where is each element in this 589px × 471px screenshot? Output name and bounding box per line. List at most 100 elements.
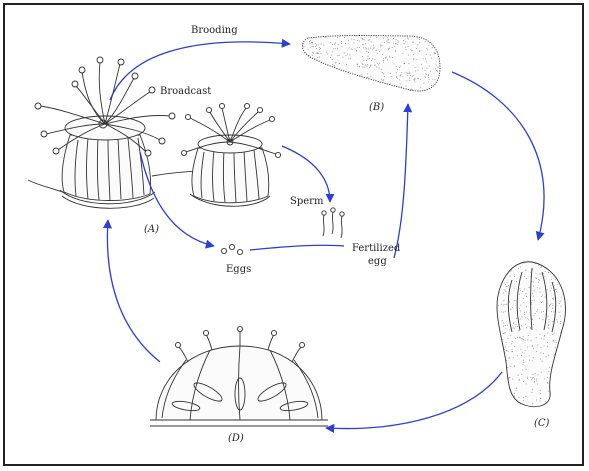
- stipple-dot: [303, 43, 304, 44]
- stipple-dot: [314, 58, 315, 59]
- stipple-dot: [525, 293, 526, 294]
- stipple-dot: [405, 41, 406, 42]
- stipple-dot: [398, 42, 399, 43]
- stipple-dot: [537, 384, 538, 385]
- stipple-dot: [407, 73, 408, 74]
- stipple-dot: [522, 317, 523, 318]
- stipple-dot: [548, 355, 549, 356]
- stipple-dot: [541, 372, 542, 373]
- stipple-dot: [556, 289, 557, 290]
- stipple-dot: [517, 310, 518, 311]
- stipple-dot: [514, 274, 515, 275]
- stipple-dot: [509, 276, 510, 277]
- stipple-dot: [391, 76, 392, 77]
- stipple-dot: [510, 366, 511, 367]
- stipple-dot: [526, 312, 527, 313]
- stipple-dot: [390, 73, 391, 74]
- stipple-dot: [312, 55, 313, 56]
- stipple-dot: [503, 300, 504, 301]
- label-sperm: Sperm: [290, 196, 324, 207]
- stipple-dot: [520, 310, 521, 311]
- stipple-dot: [519, 397, 520, 398]
- stipple-dot: [426, 48, 427, 49]
- stipple-dot: [413, 75, 414, 76]
- stipple-dot: [521, 325, 522, 326]
- stipple-dot: [544, 345, 545, 346]
- stipple-dot: [503, 305, 504, 306]
- stipple-dot: [514, 288, 515, 289]
- stipple-dot: [404, 43, 405, 44]
- stipple-dot: [519, 325, 520, 326]
- stipple-dot: [413, 79, 414, 80]
- stipple-dot: [365, 65, 366, 66]
- stipple-dot: [413, 54, 414, 55]
- label-egg: egg: [368, 256, 387, 267]
- stipple-dot: [381, 69, 382, 70]
- stipple-dot: [310, 47, 311, 48]
- stipple-dot: [409, 73, 410, 74]
- stipple-dot: [505, 325, 506, 326]
- stipple-dot: [334, 66, 335, 67]
- stipple-dot: [521, 338, 522, 339]
- stipple-dot: [365, 47, 366, 48]
- label-eggs: Eggs: [226, 264, 251, 275]
- stipple-dot: [409, 80, 410, 81]
- stipple-dot: [504, 333, 505, 334]
- label-stage-a: (A): [144, 224, 159, 235]
- stipple-dot: [531, 281, 532, 282]
- stipple-dot: [551, 288, 552, 289]
- stipple-dot: [519, 294, 520, 295]
- stipple-dot: [411, 89, 412, 90]
- stipple-dot: [321, 44, 322, 45]
- stipple-dot: [374, 64, 375, 65]
- stipple-dot: [408, 46, 409, 47]
- stipple-dot: [535, 313, 536, 314]
- stipple-dot: [332, 59, 333, 60]
- stipple-dot: [560, 332, 561, 333]
- stipple-dot: [419, 42, 420, 43]
- stipple-dot: [406, 49, 407, 50]
- stipple-dot: [533, 374, 534, 375]
- stipple-dot: [436, 64, 437, 65]
- stipple-dot: [505, 284, 506, 285]
- stipple-dot: [512, 379, 513, 380]
- stipple-dot: [532, 403, 533, 404]
- stipple-dot: [553, 341, 554, 342]
- stipple-dot: [357, 66, 358, 67]
- stipple-dot: [316, 45, 317, 46]
- stipple-dot: [366, 49, 367, 50]
- stipple-dot: [406, 86, 407, 87]
- stipple-dot: [351, 49, 352, 50]
- stipple-dot: [417, 38, 418, 39]
- stipple-dot: [517, 355, 518, 356]
- stipple-dot: [519, 337, 520, 338]
- stipple-dot: [560, 323, 561, 324]
- stipple-dot: [346, 35, 347, 36]
- stipple-dot: [526, 327, 527, 328]
- stipple-dot: [517, 375, 518, 376]
- stipple-dot: [560, 301, 561, 302]
- stipple-dot: [379, 63, 380, 64]
- life-cycle-arrows: [107, 42, 544, 429]
- stipple-dot: [540, 292, 541, 293]
- stipple-dot: [377, 63, 378, 64]
- stipple-dot: [325, 37, 326, 38]
- stipple-dot: [390, 57, 391, 58]
- stipple-dot: [412, 50, 413, 51]
- stipple-dot: [531, 302, 532, 303]
- stipple-dot: [310, 40, 311, 41]
- stipple-dot: [308, 49, 309, 50]
- stipple-dot: [512, 394, 513, 395]
- stipple-dot: [371, 64, 372, 65]
- stipple-dot: [335, 42, 336, 43]
- stipple-dot: [437, 71, 438, 72]
- stipple-dot: [400, 74, 401, 75]
- stipple-dot: [425, 58, 426, 59]
- stipple-dot: [438, 67, 439, 68]
- stipple-dot: [547, 333, 548, 334]
- stipple-dot: [332, 64, 333, 65]
- stipple-dot: [536, 311, 537, 312]
- stipple-dot: [414, 82, 415, 83]
- stipple-dot: [518, 268, 519, 269]
